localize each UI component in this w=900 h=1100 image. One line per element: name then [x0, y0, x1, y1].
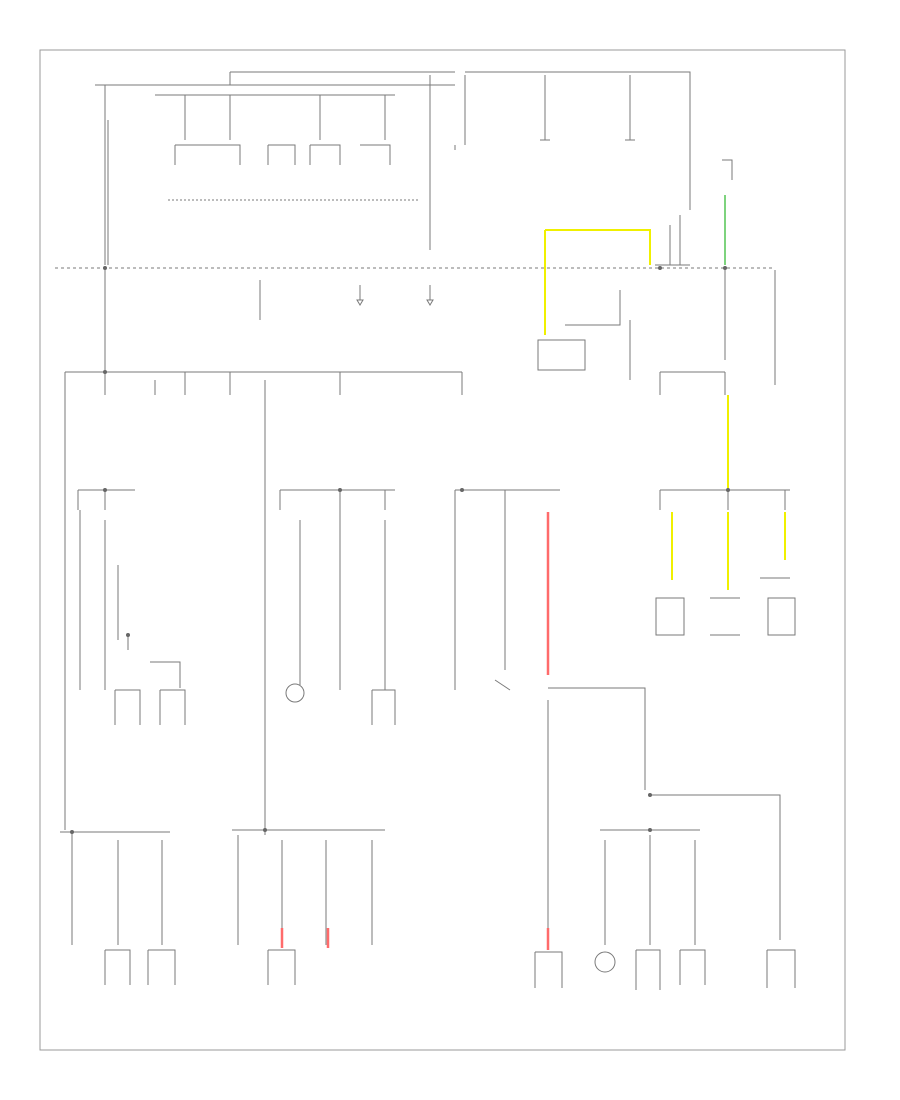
- diagram-border: [39, 49, 846, 1051]
- mid-connectors: [77, 489, 790, 690]
- junction-dots: [70, 266, 730, 834]
- middle-section: [64, 270, 776, 835]
- bottom-components: [104, 949, 796, 990]
- mid-components: [114, 597, 796, 940]
- bottom-connectors: [60, 829, 700, 950]
- top-section: [95, 71, 733, 265]
